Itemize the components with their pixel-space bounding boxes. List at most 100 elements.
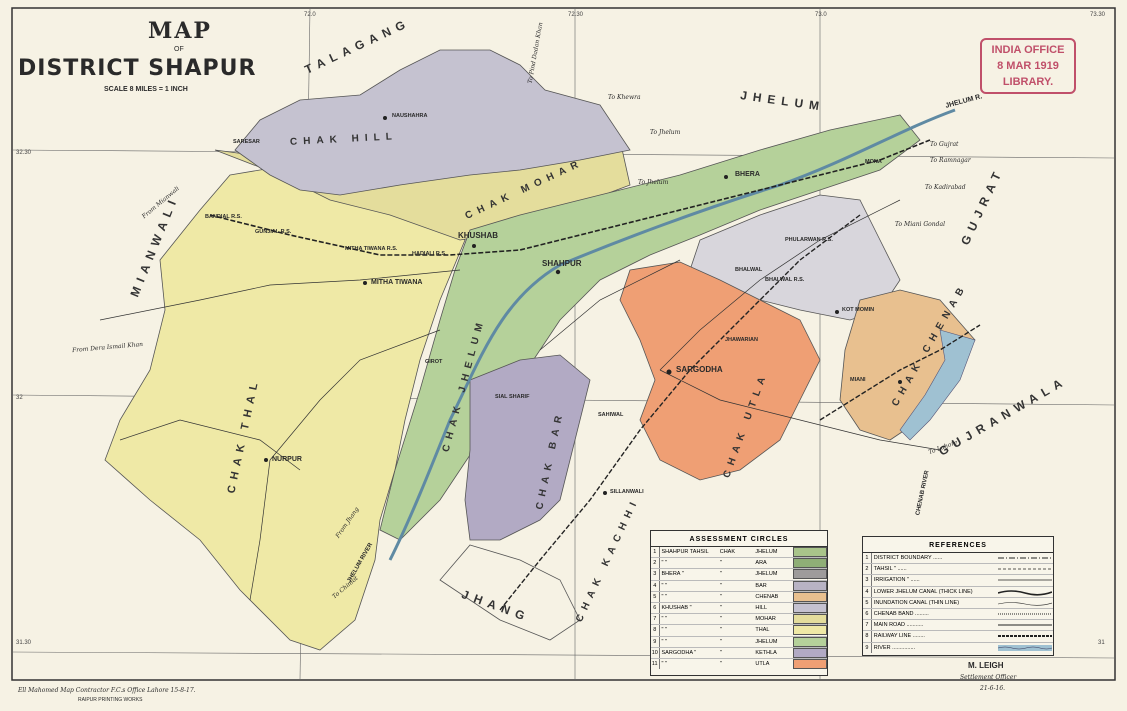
map-title-of: OF — [174, 46, 184, 53]
assessment-row-tahsil: " " — [661, 627, 667, 634]
railway-chenab — [819, 324, 981, 421]
assessment-row-chak: " — [719, 571, 722, 578]
assessment-row: 5" ""CHENAB — [651, 591, 827, 603]
map-frame — [11, 7, 1116, 681]
assessment-row-number: 3 — [651, 569, 660, 580]
assessment-row-swatch — [793, 547, 827, 558]
label-bhalwal: BHALWAL — [735, 267, 763, 273]
assessment-row-circle: MOHAR — [755, 616, 776, 623]
assessment-row-number: 10 — [651, 647, 660, 658]
label-gunjial: GUNJIAL R.S. — [255, 229, 292, 235]
assessment-row-circle: ARA — [755, 560, 767, 567]
tick-lon-73: 73.0 — [815, 12, 827, 18]
reference-row-number: 6 — [863, 608, 872, 620]
assessment-row-circle: KETHLA — [755, 649, 777, 656]
label-nurpur: NURPUR — [272, 456, 302, 463]
assessment-row-tahsil: " " — [661, 638, 667, 645]
assessment-row-number: 8 — [651, 625, 660, 636]
reference-row-symbol — [998, 588, 1053, 596]
label-kot-momin: KOT MOMIN — [842, 307, 875, 313]
dir-jhelum: To Jhelum — [650, 129, 681, 136]
label-mitha-tiwana: MITHA TIWANA — [371, 279, 423, 286]
label-phularwan: PHULARWAN R.S. — [785, 237, 833, 243]
stamp-line3: LIBRARY. — [1002, 76, 1054, 88]
label-mona: MONA — [865, 159, 882, 165]
label-miani: MIANI — [850, 377, 866, 383]
assessment-row-number: 9 — [651, 636, 660, 647]
region-kachhi-south — [439, 544, 581, 641]
assessment-row-chak: " — [719, 605, 722, 612]
label-sahiwal: SAHIWAL — [598, 412, 624, 418]
reference-row-label: RIVER ............... — [873, 644, 916, 651]
assessment-row-swatch — [793, 591, 827, 602]
region-jhelum — [379, 114, 921, 541]
river-chenab — [899, 329, 976, 441]
dir-kadirabad: To Kadirabad — [925, 184, 966, 191]
reference-row-symbol — [998, 621, 1053, 629]
town-markers — [264, 116, 902, 495]
assessment-row-swatch — [793, 625, 827, 636]
reference-row-number: 9 — [863, 642, 872, 653]
assessment-row: 2" " " ARA — [651, 558, 827, 570]
assessment-row-chak: " — [719, 627, 722, 634]
railway-branch — [499, 214, 861, 611]
assessment-row-chak: " — [719, 560, 722, 567]
reference-row-label: INUNDATION CANAL (THIN LINE) — [873, 599, 960, 606]
reference-row-symbol — [998, 599, 1053, 607]
assessment-row-number: 1 — [651, 547, 660, 558]
assessment-row-circle: UTLA — [755, 660, 770, 667]
assessment-row: 8" ""THAL — [651, 625, 827, 637]
label-saresar: SARESAR — [233, 139, 260, 145]
assessment-row-swatch — [793, 647, 827, 658]
tick-lon-7230: 72.30 — [568, 12, 584, 18]
assessment-row-circle: HILL — [755, 605, 768, 612]
assessment-row: 11" ""UTLA — [651, 658, 827, 670]
reference-row-label: DISTRICT BOUNDARY ...... — [873, 555, 943, 562]
assessment-row-number: 11 — [651, 658, 660, 670]
dir-jhelum2: To Jhelum — [638, 179, 669, 186]
reference-row-number: 8 — [863, 631, 872, 642]
assessment-row-tahsil: " " — [661, 593, 667, 600]
reference-row-number: 2 — [863, 564, 872, 575]
assessment-row-number: 6 — [651, 602, 660, 614]
assessment-row-tahsil: SHAHPUR TAHSIL — [661, 549, 709, 556]
reference-row-symbol — [998, 576, 1053, 584]
tick-lat-31: 31 — [1098, 640, 1105, 646]
railway-line — [209, 139, 931, 256]
assessment-row-swatch — [793, 558, 827, 569]
label-hadiali: HADIALI R.S. — [412, 251, 447, 257]
dir-gujrat: To Gujrat — [930, 141, 959, 148]
assessment-row-tahsil: SARGODHA " — [661, 649, 697, 656]
assessment-row-circle: CHENAB — [755, 593, 779, 600]
assessment-row-tahsil: " " — [661, 560, 667, 567]
assessment-row-swatch — [793, 603, 827, 614]
assessment-row-tahsil: BHERA " — [661, 571, 684, 578]
assessment-row-number: 7 — [651, 614, 660, 625]
reference-row-symbol — [998, 644, 1053, 652]
label-khushab: KHUSHAB — [458, 231, 498, 240]
stamp-line2: 8 MAR 1919 — [997, 60, 1059, 72]
assessment-row-number: 2 — [651, 558, 660, 569]
map-title-district: DISTRICT SHAPUR — [18, 56, 257, 81]
reference-row-number: 4 — [863, 586, 872, 597]
assessment-row-circle: BAR — [755, 582, 767, 589]
assessment-heading: ASSESSMENT CIRCLES — [651, 531, 827, 547]
assessment-row-swatch — [793, 636, 827, 647]
label-shahpur: SHAHPUR — [542, 259, 582, 268]
reference-row-label: MAIN ROAD ........... — [873, 622, 924, 629]
assessment-row-swatch — [793, 580, 827, 591]
tick-lat-32: 32 — [16, 395, 23, 401]
assessment-row-circle: JHELUM — [755, 571, 778, 578]
tick-lat-3230: 32.30 — [16, 150, 32, 156]
signoff-date: 21-6-16. — [980, 685, 1006, 692]
assessment-row-circle: JHELUM — [755, 549, 778, 556]
references-heading: REFERENCES — [863, 537, 1053, 553]
